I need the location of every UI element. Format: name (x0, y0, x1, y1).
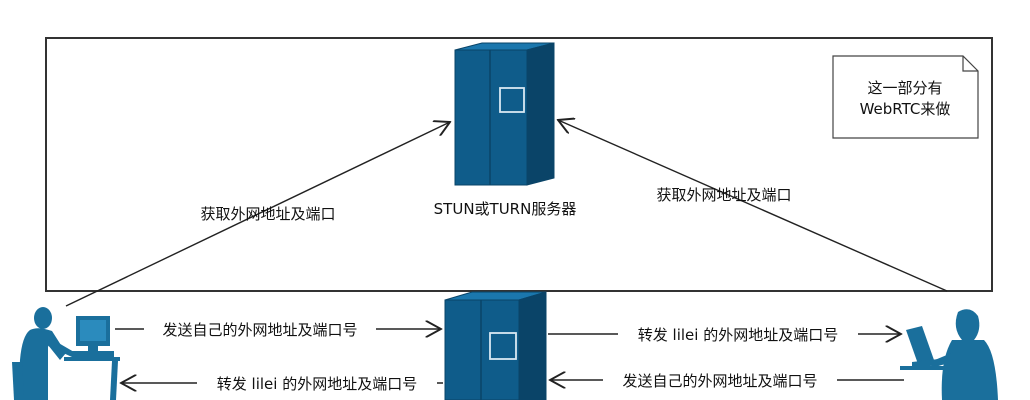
note-line-2: WebRTC来做 (860, 100, 951, 118)
left-diagonal-arrow (65, 122, 450, 307)
left-to-server-label: 发送自己的外网地址及端口号 (162, 321, 357, 339)
note-box: 这一部分有 WebRTC来做 (832, 55, 979, 139)
webrtc-boundary-box (45, 37, 993, 292)
right-user-at-laptop-icon (900, 309, 998, 400)
server-top-label: STUN或TURN服务器 (434, 200, 577, 218)
server-to-left-label: 转发 lilei 的外网地址及端口号 (217, 375, 417, 393)
right-diagonal-arrow (558, 120, 948, 292)
note-line-1: 这一部分有 (867, 79, 942, 97)
relay-server-icon (444, 291, 547, 400)
server-to-right-label: 转发 lilei 的外网地址及端口号 (638, 326, 838, 344)
right-diagonal-label: 获取外网地址及端口 (656, 186, 791, 204)
stun-turn-server-icon (454, 42, 555, 186)
right-to-server-label: 发送自己的外网地址及端口号 (622, 372, 817, 390)
left-diagonal-label: 获取外网地址及端口 (200, 205, 335, 223)
left-user-at-computer-icon (12, 307, 120, 400)
